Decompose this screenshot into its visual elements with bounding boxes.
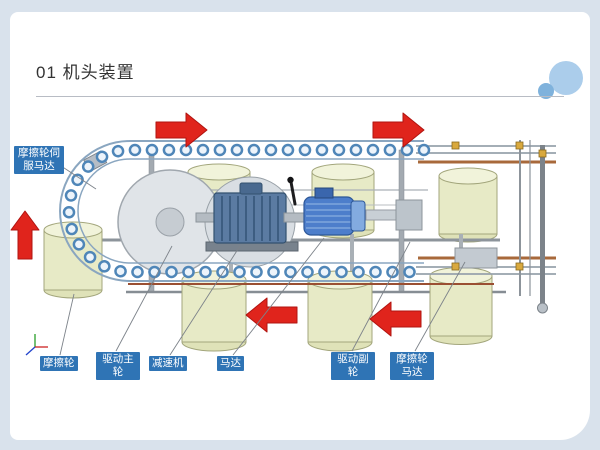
slide: 01 机头装置 — [10, 12, 590, 440]
decor-circles — [538, 61, 583, 99]
label-drive-sub-wheel: 驱动副轮 — [331, 352, 375, 381]
flow-arrow-bottom-right — [369, 301, 422, 337]
flow-arrow-top-left — [155, 112, 208, 148]
label-friction-wheel: 摩擦轮 — [40, 356, 78, 372]
leader-lines — [51, 159, 466, 356]
lower-drums — [43, 221, 493, 352]
decor-circle-large — [549, 61, 583, 95]
label-drive-main-wheel: 驱动主轮 — [96, 352, 140, 381]
pipe-fittings — [451, 141, 547, 271]
conveyor-track — [59, 140, 431, 282]
trolley-chain-inner — [65, 146, 428, 276]
title-divider — [36, 96, 564, 97]
lever-handle — [289, 180, 297, 206]
motor-assembly — [283, 176, 423, 236]
page-title: 01 机头装置 — [36, 63, 135, 82]
right-rails-and-pipes — [128, 140, 556, 314]
label-motor: 马达 — [217, 356, 244, 372]
label-reducer: 减速机 — [149, 356, 187, 372]
flow-arrow-top-right — [372, 112, 425, 148]
label-friction-wheel-servo-motor: 摩擦轮伺服马达 — [14, 146, 64, 175]
decor-circle-small — [538, 83, 554, 99]
flow-arrow-left-up — [10, 210, 40, 260]
gearbox — [195, 182, 299, 252]
flow-arrow-bottom-center — [245, 297, 298, 333]
friction-wheel-motor-unit — [454, 247, 498, 269]
label-friction-wheel-motor: 摩擦轮马达 — [390, 352, 434, 381]
flow-arrows — [10, 112, 425, 337]
axis-triad-icon — [25, 334, 48, 356]
